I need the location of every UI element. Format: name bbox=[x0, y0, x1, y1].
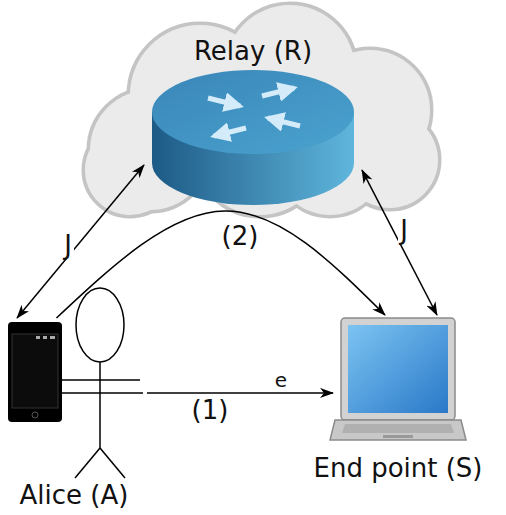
edge-label: e bbox=[273, 369, 289, 391]
node-label: End point (S) bbox=[313, 453, 482, 483]
cloud-fill bbox=[85, 5, 438, 215]
endpoint-node: End point (S) bbox=[333, 315, 463, 447]
phone-icon bbox=[8, 322, 62, 422]
router-icon bbox=[152, 70, 354, 205]
node-label: Relay (R) bbox=[144, 36, 362, 66]
connector-arrow bbox=[147, 392, 333, 394]
edge-label: J bbox=[398, 216, 410, 244]
connector-arrow bbox=[362, 170, 437, 315]
callout-number: (1) bbox=[190, 396, 231, 424]
node-label: Alice (A) bbox=[1, 480, 147, 510]
edge-label: (2) bbox=[220, 222, 261, 250]
cloud bbox=[85, 5, 438, 215]
stick-figure bbox=[62, 288, 143, 478]
person-node: Alice (A) bbox=[1, 318, 147, 510]
relay-node: Relay (R) bbox=[144, 36, 362, 208]
edge-label: J bbox=[62, 231, 74, 259]
connector-arrow bbox=[56, 211, 385, 318]
laptop-icon bbox=[330, 318, 466, 440]
